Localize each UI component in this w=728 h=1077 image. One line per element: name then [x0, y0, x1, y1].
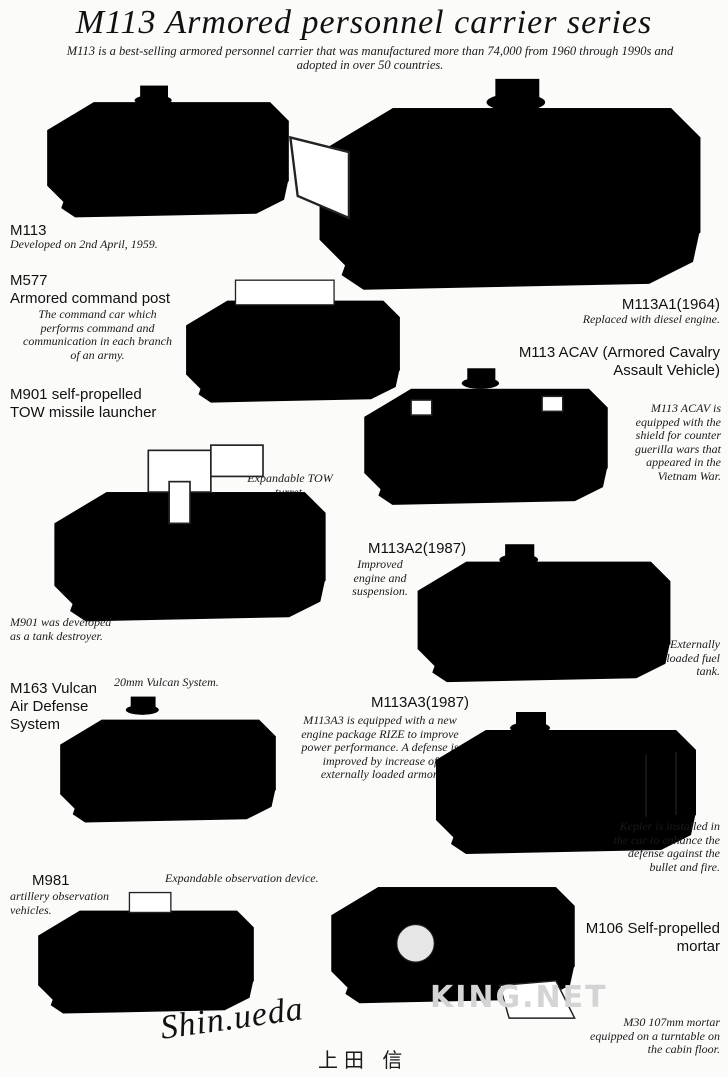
m163-drawing: [60, 696, 276, 823]
page-title: M113 Armored personnel carrier series: [75, 4, 653, 41]
m113a1-drawing: [288, 78, 701, 290]
intro-text: M113 is a best-selling armored personnel…: [66, 44, 674, 72]
m163-note: 20mm Vulcan System.: [114, 675, 219, 689]
m113-name: M113: [10, 222, 47, 239]
m113-desc: Developed on 2nd April, 1959.: [10, 237, 158, 251]
m981-desc: artillery observation vehicles.: [10, 889, 109, 917]
m113a3-drawing: [436, 712, 696, 854]
m577-desc: The command car which performs command a…: [23, 307, 172, 362]
m106-drawing: [331, 887, 576, 1019]
m577-subtitle: Armored command post: [10, 290, 171, 307]
m113a2-note: Externally loaded fuel tank.: [666, 637, 720, 678]
acav-desc: M113 ACAV is equipped with the shield fo…: [634, 401, 721, 483]
m163-name: M163 Vulcan Air Defense System: [10, 680, 97, 733]
m106-desc: M30 107mm mortar equipped on a turntable…: [590, 1015, 720, 1056]
m113a2-drawing: [417, 544, 671, 683]
m113a3-note: Kepler is installed in the car to enhanc…: [613, 819, 720, 874]
m577-name: M577: [10, 272, 48, 289]
m113a2-name: M113A2(1987): [368, 540, 467, 557]
m981-drawing: [38, 891, 254, 1014]
m901-desc: M901 was developed as a tank destroyer.: [10, 615, 112, 643]
acav-name: M113 ACAV (Armored Cavalry Assault Vehic…: [518, 344, 720, 379]
m577-drawing: [186, 279, 400, 403]
m981-name: M981: [32, 872, 70, 889]
m113-drawing: [47, 85, 289, 218]
m106-name: M106 Self-propelled mortar: [585, 920, 720, 955]
m113a1-name: M113A1(1964): [621, 296, 720, 313]
m113a1-desc: Replaced with diesel engine.: [582, 312, 720, 326]
signature-kanji: 上田 信: [318, 1048, 409, 1072]
m113a2-desc: Improved engine and suspension.: [352, 557, 408, 598]
m981-note: Expandable observation device.: [165, 871, 319, 885]
m901-drawing: [54, 444, 326, 622]
m901-name: M901 self-propelled TOW missile launcher: [10, 386, 157, 421]
m113a3-name: M113A3(1987): [370, 694, 470, 711]
m113a3-desc: M113A3 is equipped with a new engine pac…: [301, 713, 459, 781]
watermark: KING.NET: [430, 980, 608, 1015]
acav-drawing: [364, 368, 608, 505]
